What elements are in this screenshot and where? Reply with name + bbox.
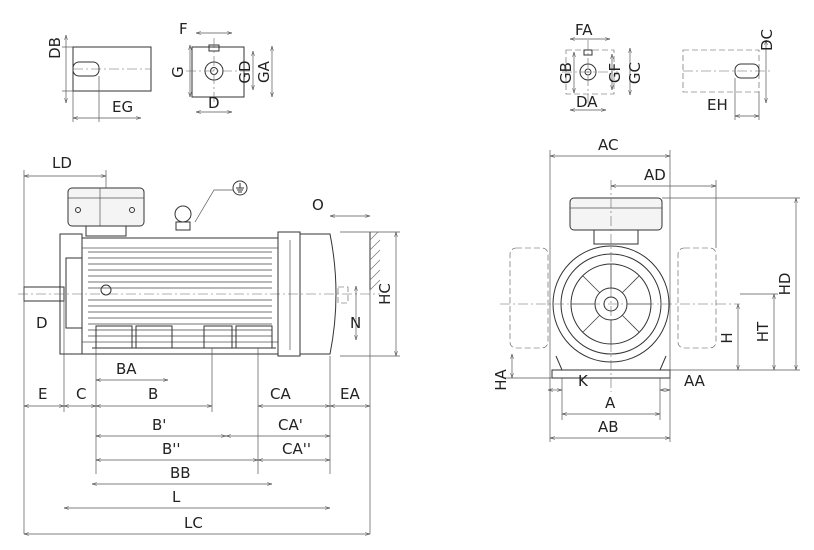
label-DC: DC (758, 29, 776, 51)
label-GF: GF (606, 63, 624, 83)
label-GD: GD (236, 60, 254, 83)
motor-side-view (18, 180, 381, 357)
label-HA: HA (492, 368, 510, 390)
label-GA: GA (255, 60, 273, 83)
label-CA-prime: CA' (278, 416, 303, 434)
shaft-front-view-right (562, 39, 630, 110)
side-view-dimensions (23, 170, 400, 534)
wall-hatch (369, 231, 381, 291)
label-L: L (172, 488, 181, 506)
label-LC: LC (184, 514, 203, 532)
label-DA: DA (576, 93, 598, 111)
label-H: H (718, 332, 736, 343)
label-B: B (148, 385, 158, 403)
label-HT: HT (754, 321, 772, 342)
shaft-side-view-right (682, 40, 770, 120)
label-CA-double-prime: CA'' (282, 440, 311, 458)
label-BA: BA (116, 360, 137, 378)
label-AC: AC (598, 136, 618, 154)
label-E: E (38, 385, 47, 403)
label-FA: FA (575, 21, 593, 39)
label-C: C (76, 385, 86, 403)
label-BB: BB (170, 464, 191, 482)
label-EA: EA (340, 385, 360, 403)
label-D-shaft: D (208, 94, 220, 112)
label-F: F (179, 20, 188, 38)
label-O: O (312, 196, 324, 214)
label-A: A (605, 394, 616, 412)
label-G: G (169, 66, 187, 78)
label-HD: HD (776, 273, 794, 296)
shaft-side-view-left (62, 35, 152, 122)
label-K: K (578, 372, 589, 390)
stator-fins (88, 251, 272, 337)
label-AB: AB (598, 418, 619, 436)
label-DB: DB (46, 37, 64, 59)
label-EG: EG (112, 98, 133, 116)
label-B-prime: B' (152, 416, 166, 434)
front-view-dimensions (505, 150, 800, 442)
label-D-side: D (36, 314, 48, 332)
label-LD: LD (52, 154, 72, 172)
label-EH: EH (707, 96, 728, 114)
motor-front-view (500, 180, 740, 392)
shaft-front-view-left (186, 33, 272, 112)
label-HC: HC (376, 283, 394, 305)
label-B-double-prime: B'' (162, 440, 181, 458)
label-N: N (350, 314, 361, 332)
label-GB: GB (557, 62, 575, 84)
label-AA: AA (684, 372, 706, 390)
label-AD: AD (644, 166, 666, 184)
label-CA: CA (270, 385, 291, 403)
ground-symbol-icon (232, 180, 248, 196)
label-GC: GC (626, 62, 644, 84)
